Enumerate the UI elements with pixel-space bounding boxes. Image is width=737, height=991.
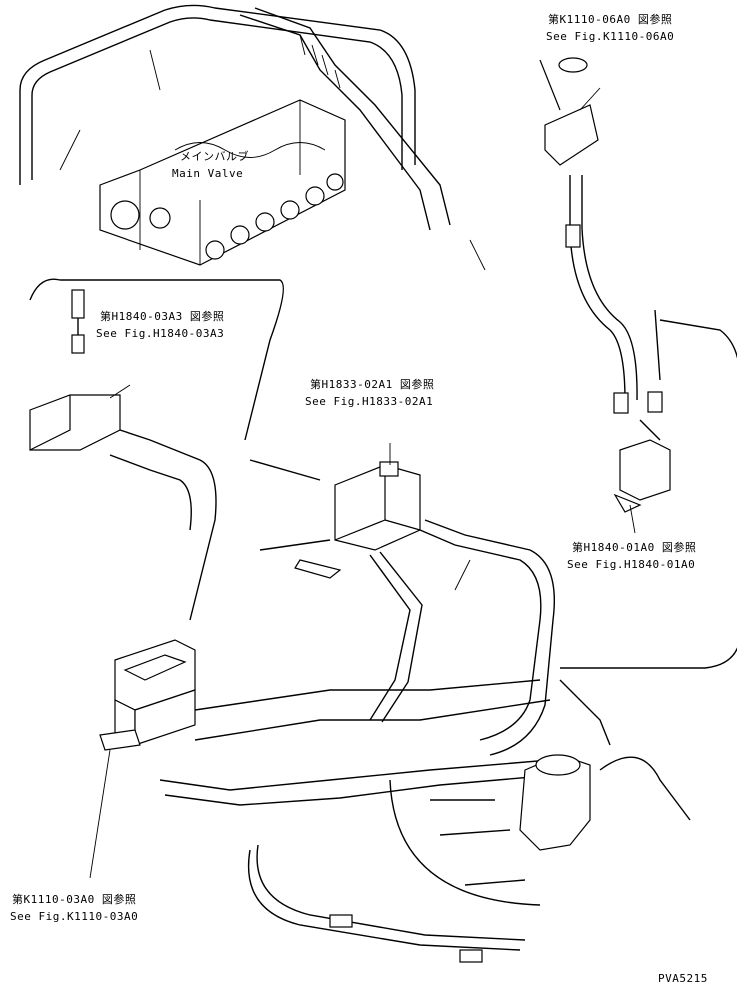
ref-label-k1110-03a0-en: See Fig.K1110-03A0 <box>10 910 139 923</box>
main-valve-assembly <box>99 99 346 266</box>
left-valve-block <box>29 278 285 621</box>
ref-label-k1110-06a0-en: See Fig.K1110-06A0 <box>546 30 675 43</box>
leader-lines <box>59 49 636 879</box>
lever-valve <box>539 57 663 414</box>
ref-label-k1110-03a0-jp: 第K1110-03A0 図参照 <box>12 893 137 906</box>
right-valve-block <box>560 309 737 669</box>
bottom-valve <box>247 679 691 963</box>
main-valve-label-jp: メインバルブ <box>180 150 249 163</box>
pedal-valve <box>99 639 556 806</box>
center-manifold <box>249 459 556 756</box>
ref-label-h1840-03a3-jp: 第H1840-03A3 図参照 <box>100 310 225 323</box>
ref-label-h1833-02a1-en: See Fig.H1833-02A1 <box>305 395 434 408</box>
main-valve-label-en: Main Valve <box>172 167 244 180</box>
ref-label-k1110-06a0-jp: 第K1110-06A0 図参照 <box>548 13 673 26</box>
ref-label-h1833-02a1-jp: 第H1833-02A1 図参照 <box>310 378 435 391</box>
ref-label-h1840-01a0-en: See Fig.H1840-01A0 <box>567 558 696 571</box>
drawing-number: PVA5215 <box>658 972 708 985</box>
ref-label-h1840-01a0-jp: 第H1840-01A0 図参照 <box>572 541 697 554</box>
ref-label-h1840-03a3-en: See Fig.H1840-03A3 <box>96 327 225 340</box>
top-hose-bundle <box>19 4 451 231</box>
